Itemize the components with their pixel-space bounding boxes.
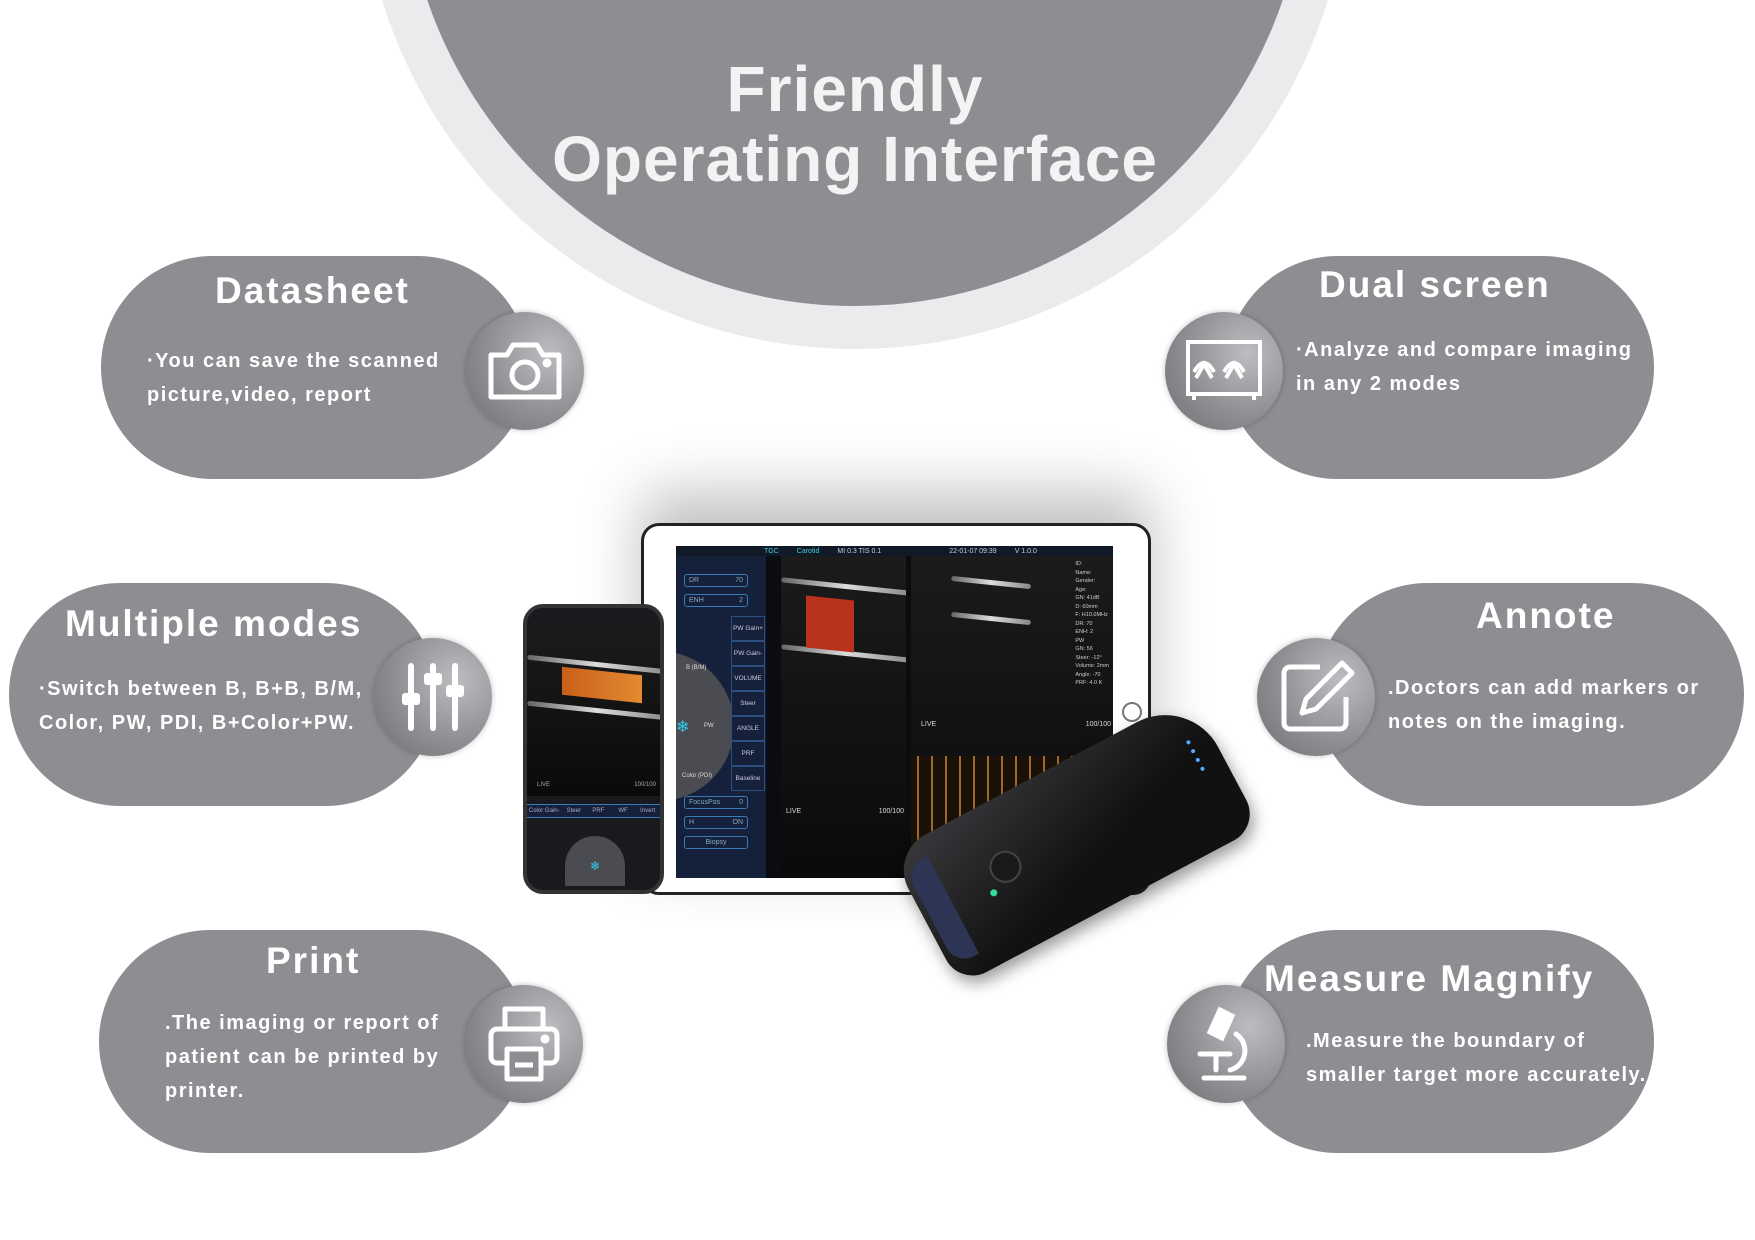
title-line-1: Friendly (726, 53, 984, 125)
feature-measure-magnify: Measure Magnify .Measure the boundary of… (1226, 930, 1654, 1153)
phone-toolbar: Color Gain- Steer PRF WF Invert (527, 804, 660, 818)
edit-pencil-icon (1257, 638, 1375, 756)
battery-leds (1185, 739, 1206, 772)
feature-title: Measure Magnify (1264, 958, 1595, 999)
mode-b[interactable]: B (B/M) (686, 665, 707, 671)
baseline-button[interactable]: Baseline (731, 766, 765, 791)
microscope-icon (1167, 985, 1285, 1103)
steer-button[interactable]: Steer (566, 808, 581, 814)
feature-text: .Doctors can add markers or (1388, 677, 1700, 699)
home-button[interactable] (1122, 702, 1142, 722)
feature-text: notes on the imaging. (1388, 711, 1627, 733)
feature-text: printer. (165, 1080, 245, 1102)
live-label: LIVE (921, 721, 937, 728)
angle-button[interactable]: ANGLE (731, 716, 765, 741)
feature-text: smaller target more accurately. (1306, 1064, 1647, 1086)
mi-tis-readout: MI 0.3 TIS 0.1 (837, 547, 882, 555)
phone-image (527, 626, 660, 796)
frame-counter: 100/100 (1085, 721, 1111, 728)
feature-text: patient can be printed by (165, 1046, 440, 1068)
feature-multiple-modes: Multiple modes ·Switch between B, B+B, B… (9, 583, 437, 806)
feature-title: Datasheet (215, 270, 410, 311)
dual-screen-icon (1165, 312, 1283, 430)
color-doppler-box (562, 666, 642, 704)
feature-title: Multiple modes (65, 603, 363, 644)
pw-gain-up-button[interactable]: PW Gain+ (731, 616, 765, 641)
feature-text: picture,video, report (147, 384, 372, 406)
status-led (989, 888, 999, 898)
invert-button[interactable]: Invert (640, 808, 656, 814)
tablet-device: TGC Carotid MI 0.3 TIS 0.1 22-01-07 09:3… (641, 523, 1151, 895)
version: V 1.0.0 (1014, 547, 1037, 555)
frame-counter: 100/100 (634, 782, 656, 788)
prf-button[interactable]: PRF (592, 808, 605, 814)
frame-counter: 100/100 (878, 808, 904, 815)
live-label: LIVE (537, 782, 551, 788)
tgc-dropdown[interactable]: TGC (764, 547, 779, 555)
wf-button[interactable]: WF (618, 808, 628, 814)
feature-annote: Annote .Doctors can add markers or notes… (1316, 583, 1744, 806)
color-doppler-box (806, 595, 854, 653)
feature-text: .Measure the boundary of (1306, 1030, 1586, 1052)
mode-pw[interactable]: PW (704, 723, 714, 729)
sliders-icon (374, 638, 492, 756)
feature-text: ·Analyze and compare imaging (1296, 339, 1633, 361)
prf-button[interactable]: PRF (731, 741, 765, 766)
feature-title: Print (266, 940, 361, 981)
feature-text: in any 2 modes (1296, 373, 1462, 395)
feature-title: Dual screen (1319, 264, 1551, 305)
camera-icon (466, 312, 584, 430)
feature-title: Annote (1476, 595, 1616, 636)
phone-device: LIVE 100/100 Color Gain- Steer PRF WF In… (523, 604, 664, 894)
title-line-2: Operating Interface (552, 123, 1158, 195)
phone-mode-wheel[interactable]: ❄ (565, 836, 625, 886)
power-button[interactable] (983, 845, 1028, 889)
steer-button[interactable]: Steer (731, 691, 765, 716)
tablet-screen: TGC Carotid MI 0.3 TIS 0.1 22-01-07 09:3… (676, 546, 1113, 878)
color-gain-button[interactable]: Color Gain- (528, 808, 560, 814)
tablet-topbar: TGC Carotid MI 0.3 TIS 0.1 22-01-07 09:3… (676, 546, 1113, 556)
feature-text: ·You can save the scanned (147, 350, 440, 372)
feature-text: Color, PW, PDI, B+Color+PW. (39, 712, 356, 734)
feature-datasheet: Datasheet ·You can save the scanned pict… (101, 256, 529, 479)
freeze-icon[interactable]: ❄ (676, 719, 690, 736)
mode-color[interactable]: Color (PDI) (682, 773, 713, 779)
feature-text: ·Switch between B, B+B, B/M, (39, 678, 363, 700)
biopsy-button[interactable]: Biopsy (684, 836, 748, 849)
feature-print: Print .The imaging or report of patient … (99, 930, 527, 1153)
live-label: LIVE (786, 808, 802, 815)
printer-icon (465, 985, 583, 1103)
pw-gain-down-button[interactable]: PW Gain- (731, 641, 765, 666)
b-mode-image: LIVE 100/100 (781, 556, 906, 878)
feature-dual-screen: Dual screen ·Analyze and compare imaging… (1226, 256, 1654, 479)
preset-dropdown[interactable]: Carotid (796, 547, 820, 555)
datetime: 22-01-07 09:39 (949, 547, 997, 555)
mode-wheel[interactable]: B (B/M) PW Color (PDI) ❄ (676, 651, 734, 801)
feature-text: .The imaging or report of (165, 1012, 440, 1034)
volume-button[interactable]: VOLUME (731, 666, 765, 691)
